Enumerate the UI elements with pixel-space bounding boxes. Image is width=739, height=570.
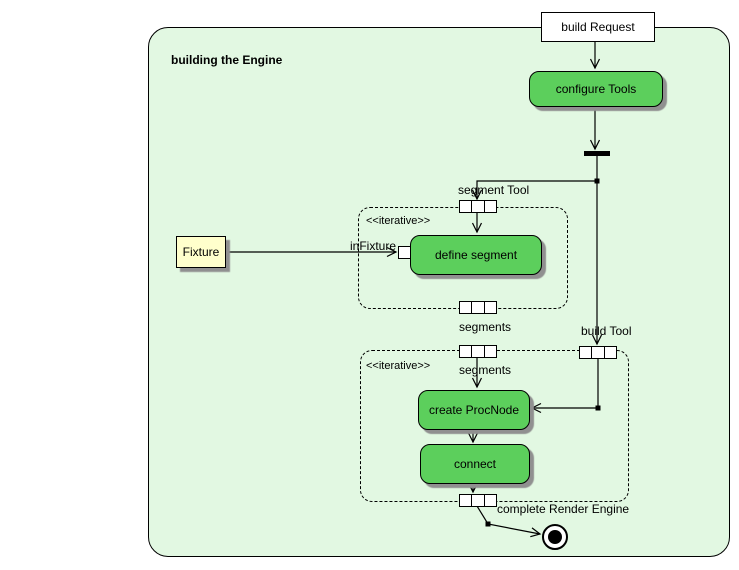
region-stereotype-iterative: <<iterative>> — [366, 360, 431, 372]
activity-final-node[interactable] — [542, 524, 568, 550]
object-node-label: Fixture — [182, 245, 220, 259]
action-connect[interactable]: connect — [420, 444, 530, 484]
edge-label-build-tool: build Tool — [581, 324, 632, 338]
edge-label-complete-render-engine: complete Render Engine — [497, 502, 630, 516]
expansion-node-output[interactable] — [459, 494, 497, 507]
edge-label-segments-in: segments — [459, 363, 512, 377]
expansion-node-segment-tool[interactable] — [459, 200, 497, 213]
action-label: configure Tools — [555, 82, 637, 96]
action-define-segment[interactable]: define segment — [410, 235, 542, 275]
activity-final-dot — [548, 530, 562, 544]
action-create-procnode[interactable]: create ProcNode — [418, 390, 530, 430]
expansion-node-segments-out[interactable] — [459, 301, 497, 314]
object-node-fixture[interactable]: Fixture — [176, 236, 226, 268]
fork-bar[interactable] — [584, 151, 610, 156]
input-pin-infixture[interactable] — [398, 246, 411, 259]
expansion-node-build-tool[interactable] — [579, 346, 617, 359]
expansion-node-segments-in[interactable] — [459, 345, 497, 358]
region-stereotype-iterative: <<iterative>> — [366, 215, 431, 227]
action-label: define segment — [434, 248, 518, 262]
activity-frame-title: building the Engine — [171, 53, 283, 67]
action-label: connect — [453, 457, 497, 471]
edge-label-segment-tool: segment Tool — [458, 183, 530, 197]
object-node-label: build Request — [561, 20, 635, 34]
action-configure-tools[interactable]: configure Tools — [529, 71, 663, 107]
edge-label-segments-out: segments — [459, 320, 512, 334]
action-label: create ProcNode — [428, 403, 520, 417]
edge-label-infixture: inFixture — [350, 239, 397, 253]
object-node-build-request[interactable]: build Request — [541, 12, 655, 42]
